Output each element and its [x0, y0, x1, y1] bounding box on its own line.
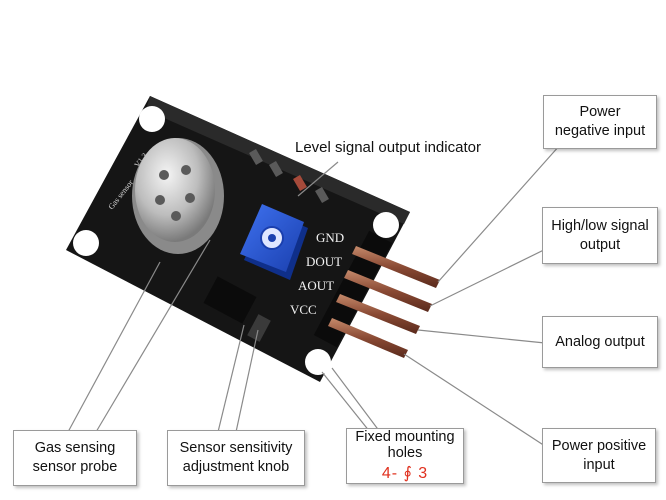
pin-dout — [344, 270, 432, 312]
label-level-indicator: Level signal output indicator — [295, 139, 481, 156]
callout-analog-text: Analog output — [555, 333, 645, 350]
led-indicator — [293, 174, 307, 192]
pin-label-vcc: VCC — [290, 302, 317, 317]
pin-vcc — [328, 318, 408, 358]
callout-power-positive: Power positive input — [542, 428, 656, 483]
mounting-hole — [373, 212, 399, 238]
pin-label-aout: AOUT — [298, 278, 334, 293]
led-indicator — [269, 160, 283, 178]
pin-gnd — [352, 246, 440, 288]
pin-aout — [336, 294, 420, 334]
callout-mounting-holes: Fixed mounting holes 4- ∮ 3 — [346, 428, 464, 484]
pin-label-dout: DOUT — [306, 254, 342, 269]
mounting-hole — [305, 349, 331, 375]
mounting-hole — [73, 230, 99, 256]
callout-high-low-text: High/low signal output — [551, 217, 649, 253]
pin-label-gnd: GND — [316, 230, 344, 245]
callout-high-low: High/low signal output — [542, 207, 658, 264]
callout-gas-probe: Gas sensing sensor probe — [13, 430, 137, 486]
potentiometer-knob — [240, 204, 308, 280]
callout-analog: Analog output — [542, 316, 658, 368]
callout-gas-probe-text: Gas sensing sensor probe — [32, 440, 118, 475]
callout-sensitivity-knob-text: Sensor sensitivity adjustment knob — [179, 440, 293, 475]
callout-power-negative: Power negative input — [543, 95, 657, 149]
callout-power-positive-text: Power positive input — [551, 437, 647, 473]
callout-power-negative-text: Power negative input — [554, 104, 646, 139]
ic-chip — [203, 276, 257, 324]
callout-mounting-holes-text: Fixed mounting holes — [355, 429, 455, 461]
callout-mounting-spec: 4- ∮ 3 — [381, 465, 429, 482]
pin-header — [313, 230, 440, 358]
leader-lines — [67, 144, 561, 449]
callout-sensitivity-knob: Sensor sensitivity adjustment knob — [167, 430, 305, 486]
resistor — [247, 314, 271, 342]
led-indicator — [315, 186, 329, 204]
gas-probe — [132, 138, 224, 254]
led-indicator — [249, 148, 263, 166]
mounting-hole — [139, 106, 165, 132]
